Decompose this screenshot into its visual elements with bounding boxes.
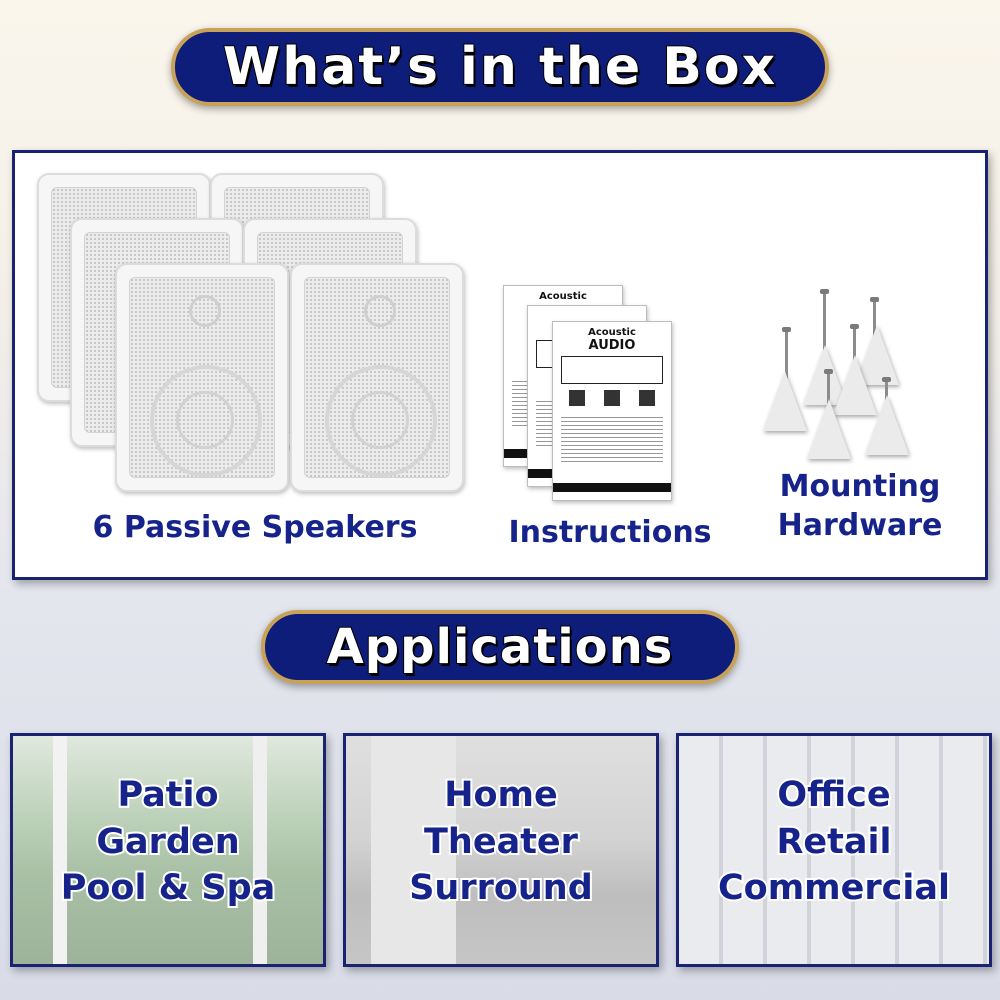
bracket-4: [763, 371, 807, 431]
card-brand-text: Acoustic: [539, 291, 587, 302]
mounting-hardware-caption-line2: Hardware: [777, 508, 943, 543]
application-panel-commercial: Office Retail Commercial: [676, 733, 992, 967]
office-photo: [679, 736, 989, 964]
instruction-card-front: Acoustic AUDIO: [552, 321, 672, 501]
speakers-caption: 6 Passive Speakers: [92, 510, 418, 545]
speaker-front-right: [290, 263, 464, 492]
speaker-front-left: [115, 263, 289, 492]
bracket-5: [807, 399, 851, 459]
whats-in-the-box-title: What’s in the Box: [222, 36, 778, 98]
application-panel-outdoor: Patio Garden Pool & Spa: [10, 733, 326, 967]
application-outdoor-label: Patio Garden Pool & Spa: [59, 773, 278, 910]
mounting-hardware-caption-line1: Mounting: [779, 469, 941, 504]
mounting-hardware-caption: Mounting Hardware: [755, 467, 965, 545]
instructions-caption: Instructions: [508, 515, 712, 550]
card-front-brand-text: Acoustic AUDIO: [588, 327, 636, 353]
application-panel-home: Home Theater Surround: [343, 733, 659, 967]
box-contents-panel: 6 Passive Speakers Acoustic Acoustic AUD…: [12, 150, 988, 580]
home-theater-photo: [346, 736, 656, 964]
application-home-label: Home Theater Surround: [407, 773, 595, 910]
bracket-6: [865, 395, 909, 455]
patio-garden-photo: [13, 736, 323, 964]
application-commercial-label: Office Retail Commercial: [716, 773, 952, 910]
whats-in-the-box-banner: What’s in the Box: [171, 28, 829, 106]
applications-banner: Applications: [261, 610, 739, 684]
applications-title: Applications: [326, 618, 674, 676]
